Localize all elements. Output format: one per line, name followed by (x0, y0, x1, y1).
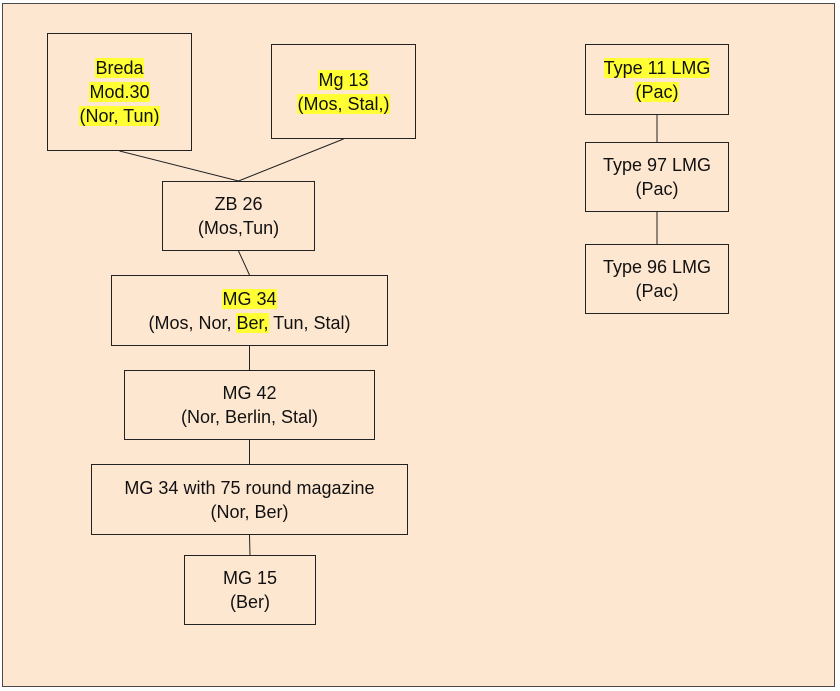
node-mg13-line1: Mg 13 (318, 69, 369, 90)
node-mg15: MG 15 (Ber) (184, 555, 316, 625)
node-type11-lmg-line2: (Pac) (635, 81, 679, 102)
node-type96-lmg-line1: Type 96 LMG (602, 257, 712, 277)
node-mg42: MG 42 (Nor, Berlin, Stal) (124, 370, 375, 440)
connector-mg34_75-to-mg15 (249, 534, 251, 556)
node-mg34-75-round: MG 34 with 75 round magazine (Nor, Ber) (91, 464, 408, 535)
connector-mg13-to-zb26 (238, 138, 344, 182)
node-mg34-75-round-line2: (Nor, Ber) (210, 501, 289, 522)
node-mg34-line1: MG 34 (222, 288, 277, 309)
node-mg34: MG 34 (Mos, Nor, Ber, Tun, Stal) (111, 275, 388, 346)
node-mg42-line1: MG 42 (222, 383, 277, 403)
node-mg13-line2: (Mos, Stal,) (297, 93, 390, 114)
node-mg34-line2: (Mos, Nor, Ber, Tun, Stal) (148, 312, 351, 333)
node-zb26-line1: ZB 26 (214, 194, 263, 214)
node-type97-lmg-line2: (Pac) (635, 179, 679, 199)
connector-zb26-to-mg34 (238, 250, 250, 276)
node-breda-mod30-line2: Mod.30 (89, 82, 150, 102)
node-type97-lmg-line1: Type 97 LMG (602, 155, 712, 175)
node-mg15-line1: MG 15 (222, 568, 278, 588)
node-mg34-75-round-line1: MG 34 with 75 round magazine (124, 477, 375, 498)
node-type96-lmg-line2: (Pac) (635, 281, 679, 301)
node-type11-lmg-line1: Type 11 LMG (603, 57, 711, 78)
node-breda-mod30-line1: Breda (95, 58, 144, 78)
node-type11-lmg: Type 11 LMG (Pac) (585, 44, 729, 115)
node-mg13: Mg 13 (Mos, Stal,) (271, 44, 416, 139)
node-breda-mod30: Breda Mod.30 (Nor, Tun) (47, 33, 192, 151)
node-zb26: ZB 26 (Mos,Tun) (162, 181, 315, 251)
node-type97-lmg: Type 97 LMG (Pac) (585, 142, 729, 212)
node-mg42-line2: (Nor, Berlin, Stal) (180, 407, 319, 427)
connector-breda-to-zb26 (119, 150, 239, 182)
node-zb26-line2: (Mos,Tun) (197, 218, 280, 238)
node-type96-lmg: Type 96 LMG (Pac) (585, 244, 729, 314)
node-mg15-line2: (Ber) (230, 592, 270, 612)
node-breda-mod30-line3: (Nor, Tun) (79, 106, 160, 126)
